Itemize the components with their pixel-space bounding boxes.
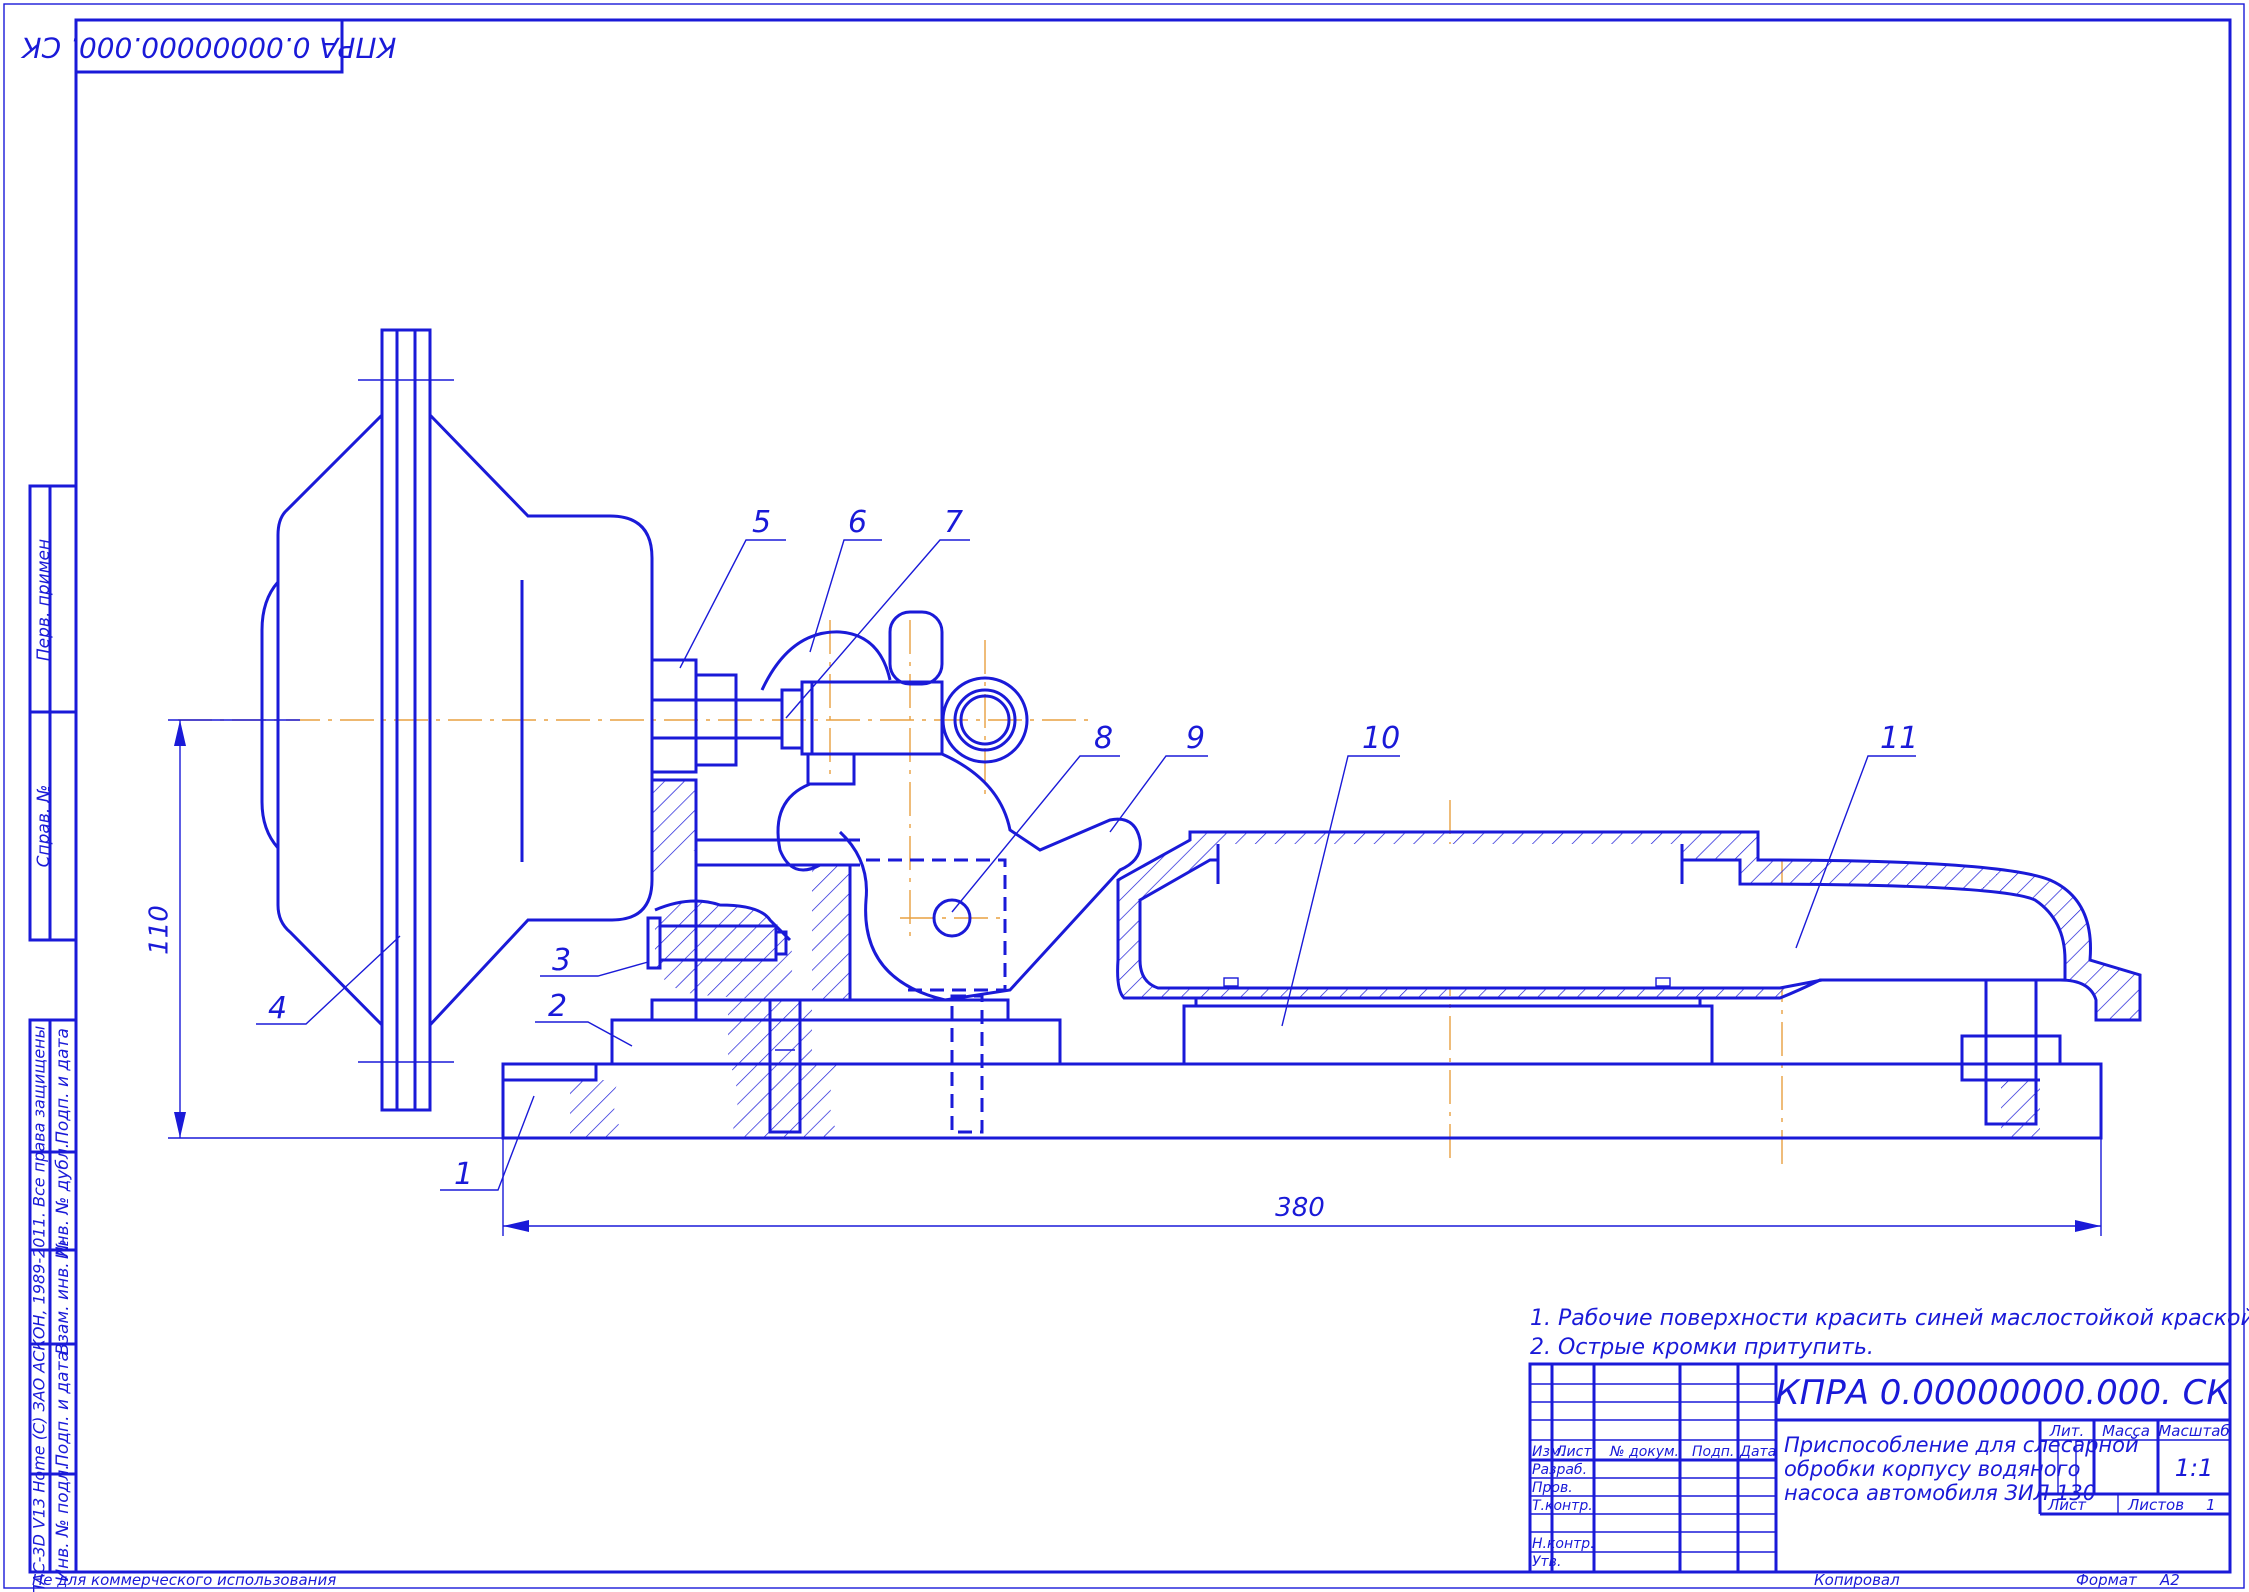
copied-label: Копировал <box>1814 1571 1900 1589</box>
callout-11: 11 <box>1880 721 1918 756</box>
note-2: 2. Острые кромки притупить. <box>1530 1335 1874 1360</box>
col-header-izm: Изм. <box>1532 1444 1565 1460</box>
col-header-podp: Подп. <box>1692 1444 1734 1460</box>
part-5-rod <box>650 658 804 774</box>
dimension-height-label: 110 <box>145 905 175 955</box>
side-label-sprav: Справ. № <box>34 785 54 868</box>
part-10-support <box>1182 996 1714 1066</box>
dimension-length: 380 <box>502 1138 2102 1236</box>
title-block-name-line-3: насоса автомобиля ЗИЛ 130 <box>1784 1481 2096 1505</box>
callout-4: 4 <box>268 991 287 1026</box>
sheet-label: Лист <box>2047 1496 2087 1514</box>
sheets-label: Листов <box>2127 1496 2184 1514</box>
dimension-height: 110 <box>145 719 503 1139</box>
top-stamp: КПРА 0.00000000.000. СК <box>21 18 397 74</box>
side-label-vzam-inv: Взам. инв. № <box>53 1239 73 1354</box>
side-label-inv-dubl: Инв. № дубл. <box>53 1143 73 1259</box>
side-stamp-column: Перв. примен Справ. № Подп. и дата Инв. … <box>28 484 78 1592</box>
title-block-name-line-1: Приспособление для слесарной <box>1784 1433 2139 1457</box>
role-t-kontr: Т.контр. <box>1532 1498 1593 1514</box>
callout-5: 5 <box>752 505 771 540</box>
assembly-drawing: 110 380 1 2 3 4 5 6 7 8 <box>145 328 2142 1236</box>
format-value: A2 <box>2159 1571 2180 1589</box>
side-label-inv-podl: Инв. № подл. <box>53 1464 73 1581</box>
callout-9: 9 <box>1186 721 1205 756</box>
title-block: КПРА 0.00000000.000. СК Приспособление д… <box>1528 1362 2233 1574</box>
mass-label: Масса <box>2102 1422 2150 1440</box>
callout-8: 8 <box>1094 721 1113 756</box>
not-commercial-label: Не для коммерческого использования <box>32 1571 336 1589</box>
callout-1: 1 <box>454 1157 473 1192</box>
side-label-perv-primen: Перв. примен <box>34 539 54 661</box>
part-2-plate <box>610 998 1062 1066</box>
role-prov: Пров. <box>1532 1480 1573 1496</box>
format-label: Формат <box>2076 1571 2138 1589</box>
lit-label: Лит. <box>2049 1422 2085 1440</box>
scale-label: Масштаб <box>2158 1422 2229 1440</box>
col-header-list: Лист <box>1555 1444 1592 1460</box>
callout-10: 10 <box>1362 721 1400 756</box>
sheets-value: 1 <box>2206 1496 2216 1514</box>
dimension-length-label: 380 <box>1275 1193 1325 1223</box>
part-1-base <box>501 928 2103 1140</box>
role-utv: Утв. <box>1532 1554 1561 1570</box>
part-9-lever <box>776 752 1142 1002</box>
note-1: 1. Рабочие поверхности красить синей мас… <box>1530 1306 2249 1331</box>
inner-drawing-frame <box>74 18 2232 1574</box>
callout-3: 3 <box>552 943 571 978</box>
role-razrab: Разраб. <box>1532 1462 1587 1478</box>
outer-trim-frame <box>3 3 2245 1589</box>
role-n-kontr: Н.контр. <box>1532 1536 1595 1552</box>
callouts: 1 2 3 4 5 6 7 8 9 10 11 <box>256 505 1918 1192</box>
top-stamp-text: КПРА 0.00000000.000. СК <box>21 31 397 64</box>
technical-notes: 1. Рабочие поверхности красить синей мас… <box>1530 1306 2249 1360</box>
side-label-podp-data-1: Подп. и дата <box>53 1028 73 1144</box>
callout-2: 2 <box>548 989 567 1024</box>
title-block-designation: КПРА 0.00000000.000. СК <box>1776 1373 2233 1413</box>
side-label-podp-data-2: Подп. и дата <box>53 1351 73 1467</box>
title-block-name-line-2: обробки корпусу водяного <box>1784 1457 2080 1481</box>
scale-value: 1:1 <box>2175 1454 2214 1482</box>
part-3-screw-block <box>646 778 860 1022</box>
part-11-housing <box>1116 830 2142 1022</box>
copyright-note: КОМПАС-3D V13 Home (С) ЗАО АСКОН, 1989-2… <box>30 1026 49 1592</box>
callout-7: 7 <box>944 505 963 540</box>
part-6-7-fork <box>760 610 1029 786</box>
col-header-dokum: № докум. <box>1609 1444 1679 1460</box>
col-header-data: Дата <box>1739 1444 1776 1460</box>
callout-6: 6 <box>848 505 867 540</box>
